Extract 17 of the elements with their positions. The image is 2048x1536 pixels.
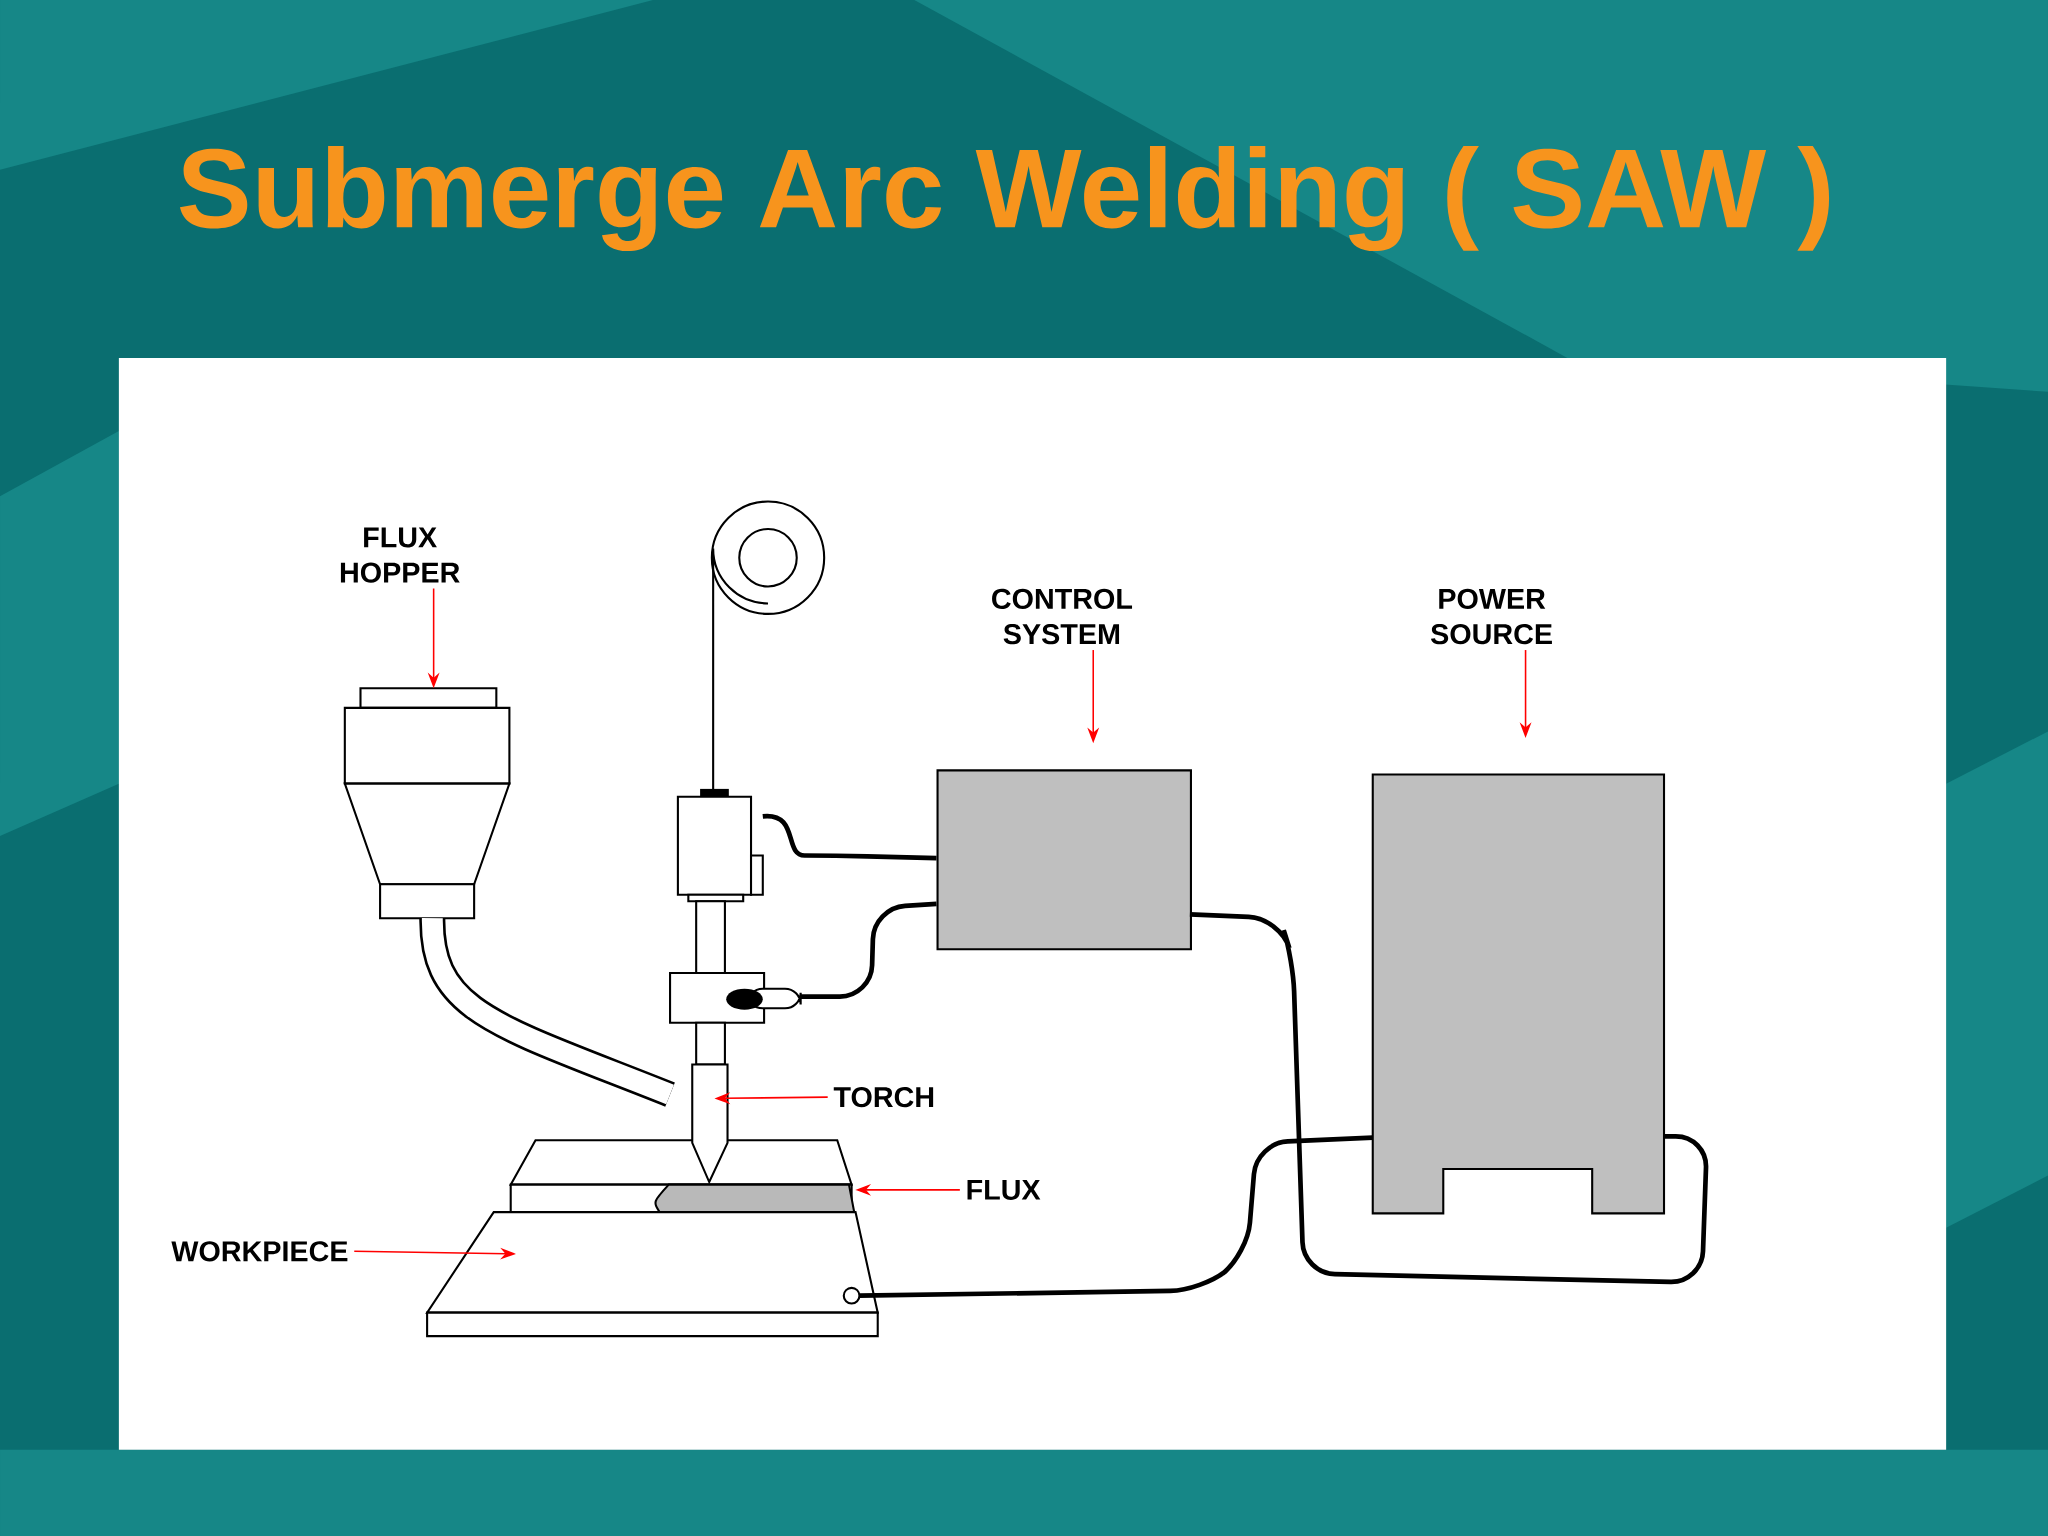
part-label: CONTROL SYSTEM xyxy=(992,588,1133,645)
slide-title: Submerge Arc Welding ( SAW ) xyxy=(179,145,1830,252)
cable xyxy=(800,901,937,999)
cable xyxy=(1189,911,1709,1285)
part-label: FLUX HOPPER xyxy=(340,527,460,583)
cable xyxy=(859,1135,1373,1298)
power-source-box xyxy=(1371,773,1666,1215)
hopper-drawing xyxy=(343,687,511,920)
torch-drawing xyxy=(669,788,802,1185)
part-label: WORKPIECE xyxy=(171,1241,348,1262)
hose xyxy=(419,917,675,1107)
part-label: TORCH xyxy=(833,1087,934,1108)
cable xyxy=(762,813,937,861)
part-label: POWER SOURCE xyxy=(1430,588,1552,645)
flux-drawing xyxy=(654,1183,856,1214)
control-box xyxy=(936,769,1192,951)
part-label: FLUX xyxy=(967,1179,1041,1200)
